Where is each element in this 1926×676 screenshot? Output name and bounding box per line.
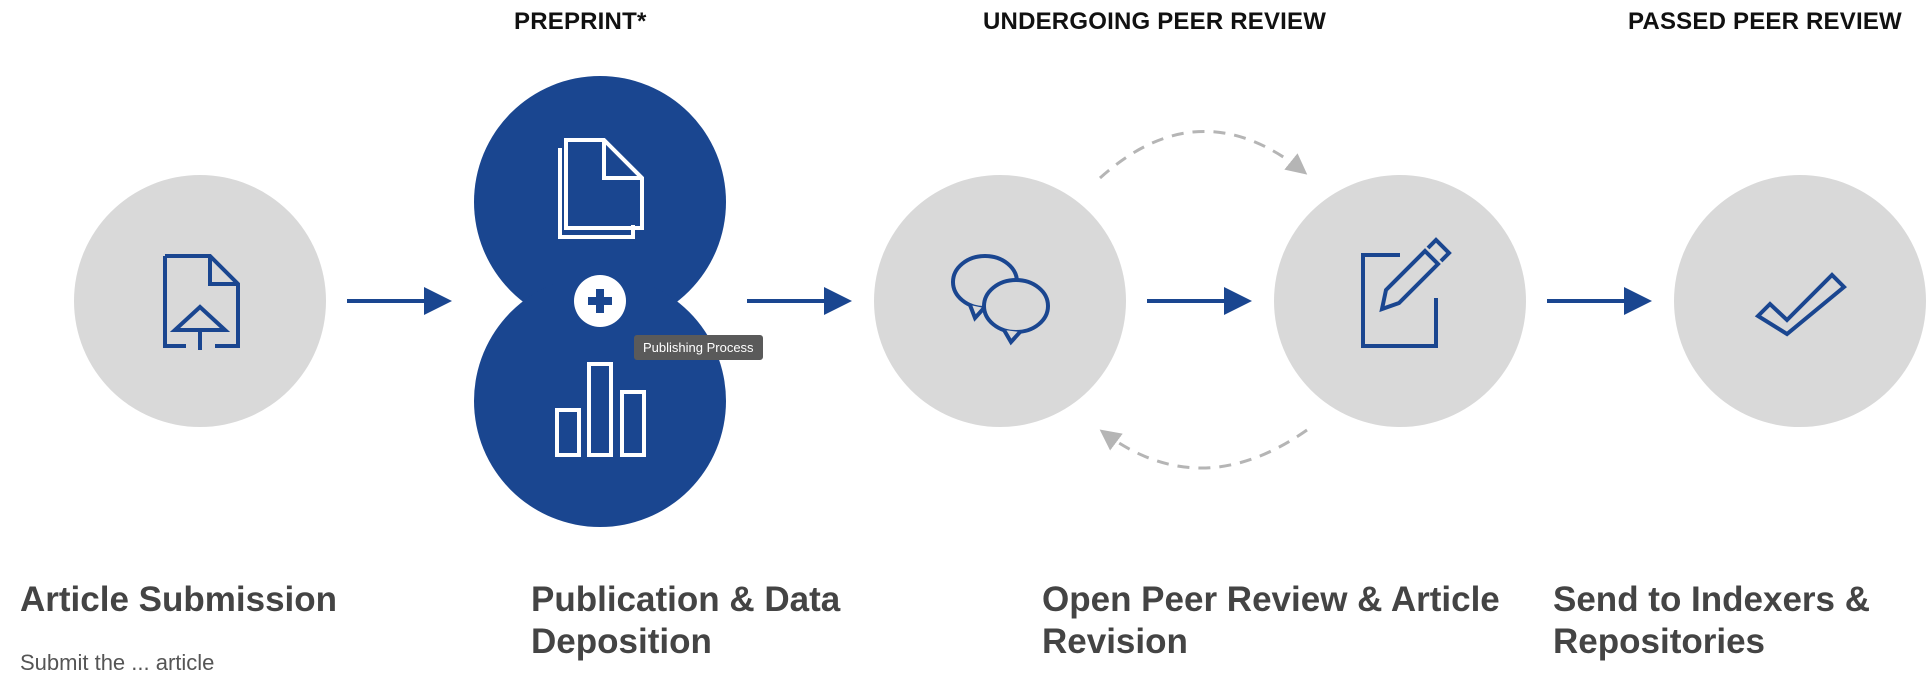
article-revision-node[interactable] [1274, 175, 1526, 427]
stage-label-preprint: PREPRINT* [514, 8, 647, 35]
stage-label-undergoing-peer-review: UNDERGOING PEER REVIEW [983, 8, 1327, 35]
step-title-send-to-indexers: Send to Indexers & Repositories [1553, 580, 1871, 661]
flow-arrow-2 [747, 287, 852, 315]
publication-data-node[interactable] [474, 76, 726, 527]
step-description-article-submission: Submit the ... article [20, 650, 215, 675]
step-title-article-submission: Article Submission [20, 580, 338, 619]
checkmark-icon [1754, 272, 1847, 337]
documents-icon [558, 138, 644, 239]
bar-chart-icon [555, 362, 646, 457]
send-to-indexers-node[interactable] [1674, 175, 1926, 427]
stage-label-passed-peer-review: PASSED PEER REVIEW [1628, 8, 1902, 35]
plus-icon[interactable] [574, 275, 626, 327]
revision-loop-arrows [1098, 130, 1308, 470]
article-submission-node[interactable] [74, 175, 326, 427]
publishing-process-tooltip: Publishing Process [634, 335, 763, 360]
open-peer-review-node[interactable] [874, 175, 1126, 427]
step-title-open-peer-review-revision: Open Peer Review & Article Revision [1042, 580, 1500, 661]
flow-arrow-1 [347, 287, 452, 315]
flow-arrow-4 [1547, 287, 1652, 315]
edit-document-icon [1361, 237, 1452, 348]
step-title-publication-data-deposition: Publication & Data Deposition [531, 580, 841, 661]
speech-bubbles-icon [951, 254, 1050, 346]
upload-document-icon [163, 254, 240, 350]
flow-arrow-3 [1147, 287, 1252, 315]
publishing-process-diagram [74, 76, 1926, 527]
